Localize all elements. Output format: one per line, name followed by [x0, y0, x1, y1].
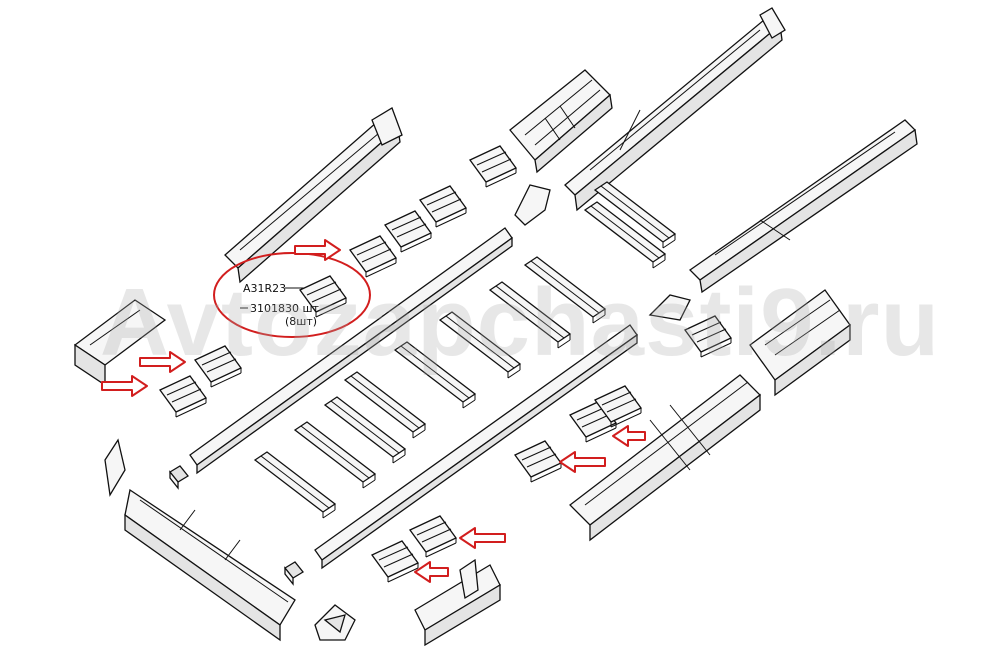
bottom-center-bracket	[314, 604, 356, 641]
center-rail-right	[314, 324, 638, 570]
arrow-left-1	[612, 425, 646, 447]
center-rail-left	[189, 227, 513, 475]
annotation-line2: 3101830 шт	[250, 302, 320, 315]
arrow-right-3	[101, 375, 148, 397]
annotation-line3: (8шт)	[285, 315, 317, 328]
arrow-left-4	[414, 561, 449, 583]
front-right-sill	[414, 558, 501, 647]
left-upper-rail	[224, 107, 403, 284]
arrow-left-2	[559, 451, 606, 473]
right-side-sill	[569, 374, 761, 542]
rear-right-rail	[564, 7, 786, 212]
front-left-sill	[124, 488, 296, 642]
left-corner-bracket	[104, 438, 126, 497]
arrow-right-2	[139, 351, 186, 373]
rear-floor-tray	[509, 69, 613, 174]
highlight-ellipse	[213, 252, 371, 338]
annotation-part-code: A31R23	[243, 282, 286, 295]
right-mid-rail	[688, 119, 918, 294]
right-floor-tray	[749, 289, 851, 397]
arrow-left-3	[459, 527, 506, 549]
gusset-brackets	[514, 184, 691, 321]
callout-arrows	[101, 239, 646, 583]
left-lower-panel	[73, 299, 167, 387]
arrow-right-1	[294, 239, 341, 261]
